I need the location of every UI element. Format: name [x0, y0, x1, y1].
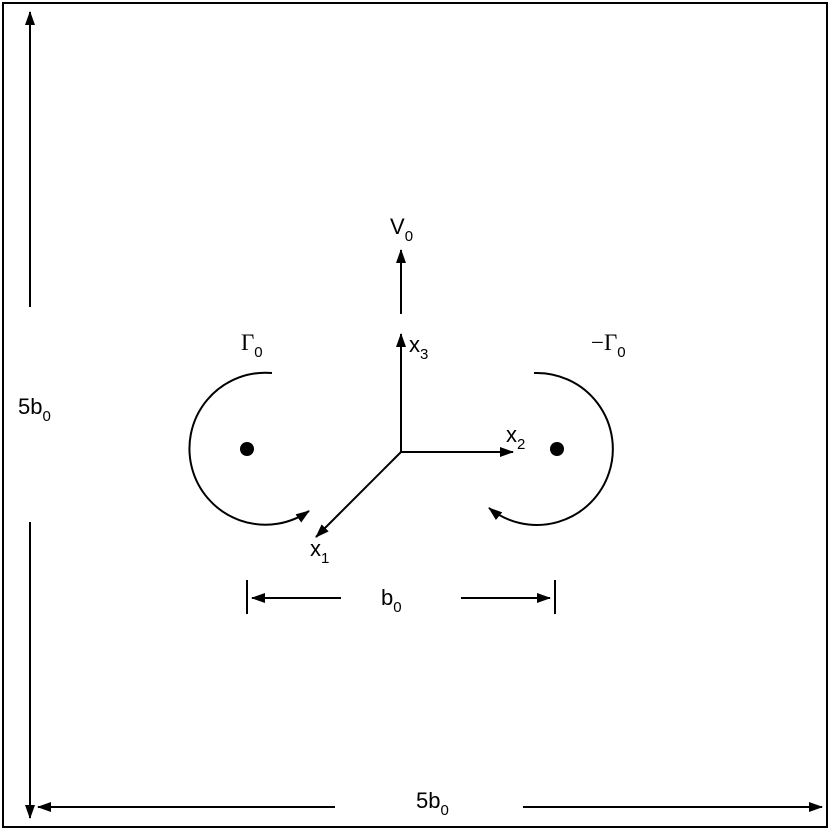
velocity-label: V0 [390, 214, 413, 245]
vortex-right-center [550, 442, 564, 456]
axis-x1-label: x1 [310, 536, 329, 567]
circulation-left-label: Γ0 [241, 330, 263, 361]
separation-label: b0 [381, 585, 402, 616]
domain-height-label: 5b0 [18, 394, 51, 425]
axis-x3-label: x3 [409, 332, 428, 363]
axis-x1-arrow [315, 451, 402, 538]
vortex-left-center [240, 442, 254, 456]
vortex-left-circulation-arrow [188, 371, 310, 526]
vortex-right-circulation-arrow [488, 371, 614, 526]
domain-width-label: 5b0 [416, 788, 449, 819]
axis-x2-label: x2 [506, 422, 525, 453]
circulation-right-label: −Γ0 [591, 330, 626, 361]
